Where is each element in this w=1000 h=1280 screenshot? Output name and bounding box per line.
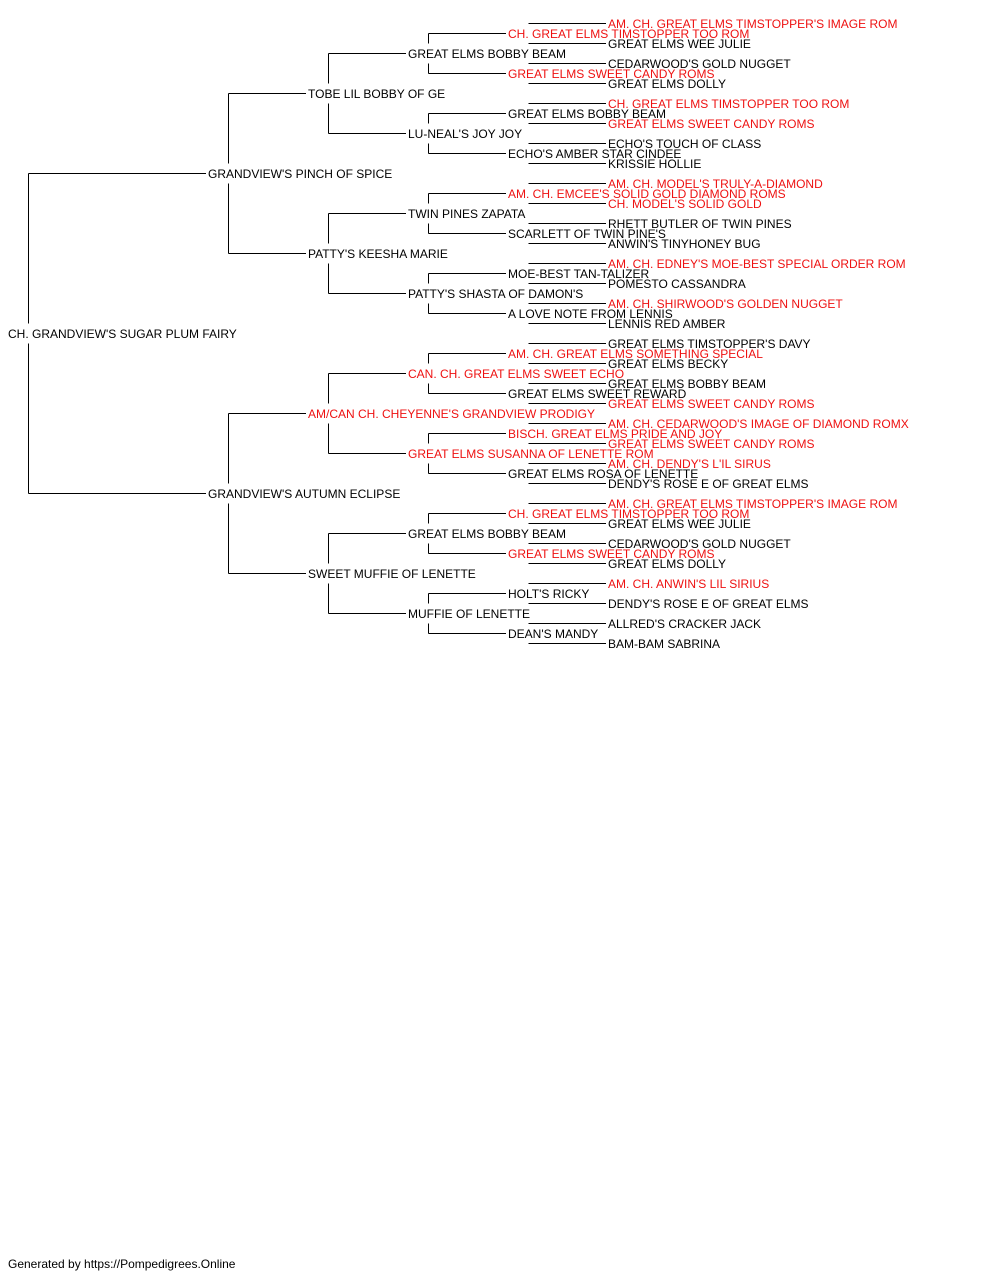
dog-name-gen4: HOLT'S RICKY <box>508 586 590 601</box>
dog-name-gen5: GREAT ELMS BOBBY BEAM <box>608 376 767 391</box>
dog-name-gen2: AM/CAN CH. CHEYENNE'S GRANDVIEW PRODIGY <box>308 406 595 421</box>
dog-name-gen5: LENNIS RED AMBER <box>608 316 726 331</box>
dog-name-gen5: GREAT ELMS SWEET CANDY ROMS <box>608 436 815 451</box>
dog-name-gen5: DENDY'S ROSE E OF GREAT ELMS <box>608 596 809 611</box>
dog-name-gen5: CEDARWOOD'S GOLD NUGGET <box>608 56 791 71</box>
dog-name-gen5: CH. GREAT ELMS TIMSTOPPER TOO ROM <box>608 96 850 111</box>
dog-name-gen5: GREAT ELMS SWEET CANDY ROMS <box>608 116 815 131</box>
dog-name-gen4: DEAN'S MANDY <box>508 626 599 641</box>
dog-name-gen4: A LOVE NOTE FROM LENNIS <box>508 306 673 321</box>
dog-name-gen3: GREAT ELMS BOBBY BEAM <box>408 526 567 541</box>
dog-name-gen4: BISCH. GREAT ELMS PRIDE AND JOY <box>508 426 723 441</box>
dog-name-gen5: AM. CH. MODEL'S TRULY-A-DIAMOND <box>608 176 823 191</box>
dog-name-gen5: GREAT ELMS BECKY <box>608 356 729 371</box>
dog-name-gen4: MOE-BEST TAN-TALIZER <box>508 266 650 281</box>
dog-name-gen1: GRANDVIEW'S PINCH OF SPICE <box>208 166 393 181</box>
dog-name-gen5: GREAT ELMS DOLLY <box>608 556 727 571</box>
dog-name-gen5: ANWIN'S TINYHONEY BUG <box>608 236 761 251</box>
dog-name-gen5: ECHO'S TOUCH OF CLASS <box>608 136 762 151</box>
dog-name-gen4: GREAT ELMS SWEET CANDY ROMS <box>508 546 715 561</box>
dog-name-gen3: MUFFIE OF LENETTE <box>408 606 531 621</box>
dog-name-gen4: GREAT ELMS SWEET CANDY ROMS <box>508 66 715 81</box>
dog-name-gen2: TOBE LIL BOBBY OF GE <box>308 86 446 101</box>
dog-name-gen5: GREAT ELMS DOLLY <box>608 76 727 91</box>
dog-name-gen5: GREAT ELMS WEE JULIE <box>608 516 751 531</box>
dog-name-gen5: AM. CH. GREAT ELMS TIMSTOPPER'S IMAGE RO… <box>608 496 898 511</box>
dog-name-gen5: BAM-BAM SABRINA <box>608 636 721 651</box>
dog-name-gen5: GREAT ELMS TIMSTOPPER'S DAVY <box>608 336 811 351</box>
dog-name-gen3: GREAT ELMS SUSANNA OF LENETTE ROM <box>408 446 654 461</box>
dog-name-gen5: GREAT ELMS SWEET CANDY ROMS <box>608 396 815 411</box>
dog-name-gen3: LU-NEAL'S JOY JOY <box>408 126 523 141</box>
dog-name-gen0: CH. GRANDVIEW'S SUGAR PLUM FAIRY <box>8 326 237 341</box>
dog-name-gen4: AM. CH. GREAT ELMS SOMETHING SPECIAL <box>508 346 763 361</box>
dog-name-gen5: AM. CH. SHIRWOOD'S GOLDEN NUGGET <box>608 296 843 311</box>
dog-name-gen5: AM. CH. DENDY'S L'IL SIRUS <box>608 456 771 471</box>
dog-name-gen4: GREAT ELMS ROSA OF LENETTE <box>508 466 699 481</box>
dog-name-gen4: SCARLETT OF TWIN PINE'S <box>508 226 666 241</box>
dog-name-gen5: KRISSIE HOLLIE <box>608 156 702 171</box>
dog-name-gen4: CH. GREAT ELMS TIMSTOPPER TOO ROM <box>508 26 750 41</box>
dog-name-gen3: PATTY'S SHASTA OF DAMON'S <box>408 286 584 301</box>
dog-name-gen5: AM. CH. ANWIN'S LIL SIRIUS <box>608 576 770 591</box>
dog-name-gen5: CEDARWOOD'S GOLD NUGGET <box>608 536 791 551</box>
dog-name-gen5: CH. MODEL'S SOLID GOLD <box>608 196 762 211</box>
dog-name-gen5: AM. CH. CEDARWOOD'S IMAGE OF DIAMOND ROM… <box>608 416 909 431</box>
dog-name-gen5: DENDY'S ROSE E OF GREAT ELMS <box>608 476 809 491</box>
footer-credit: Generated by https://Pompedigrees.Online <box>8 1257 236 1271</box>
dog-name-gen4: AM. CH. EMCEE'S SOLID GOLD DIAMOND ROMS <box>508 186 786 201</box>
dog-name-gen5: ALLRED'S CRACKER JACK <box>608 616 761 631</box>
dog-name-gen4: GREAT ELMS SWEET REWARD <box>508 386 687 401</box>
dog-name-gen5: AM. CH. EDNEY'S MOE-BEST SPECIAL ORDER R… <box>608 256 906 271</box>
dog-name-gen5: GREAT ELMS WEE JULIE <box>608 36 751 51</box>
dog-name-gen4: GREAT ELMS BOBBY BEAM <box>508 106 667 121</box>
dog-name-gen4: ECHO'S AMBER STAR CINDEE <box>508 146 682 161</box>
dog-name-gen1: GRANDVIEW'S AUTUMN ECLIPSE <box>208 486 401 501</box>
dog-name-gen3: TWIN PINES ZAPATA <box>408 206 526 221</box>
dog-name-gen2: PATTY'S KEESHA MARIE <box>308 246 448 261</box>
dog-name-gen5: RHETT BUTLER OF TWIN PINES <box>608 216 792 231</box>
dog-name-gen5: POMESTO CASSANDRA <box>608 276 746 291</box>
dog-name-gen3: CAN. CH. GREAT ELMS SWEET ECHO <box>408 366 625 381</box>
dog-name-gen5: AM. CH. GREAT ELMS TIMSTOPPER'S IMAGE RO… <box>608 16 898 31</box>
dog-name-gen2: SWEET MUFFIE OF LENETTE <box>308 566 476 581</box>
dog-name-gen3: GREAT ELMS BOBBY BEAM <box>408 46 567 61</box>
dog-name-gen4: CH. GREAT ELMS TIMSTOPPER TOO ROM <box>508 506 750 521</box>
